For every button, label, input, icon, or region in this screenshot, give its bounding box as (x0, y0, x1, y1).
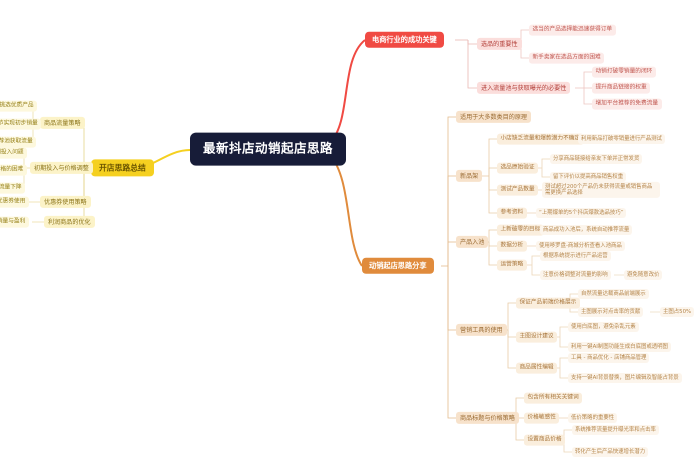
node-reduce-coupon-use[interactable]: 减少优惠券使用 (0, 196, 29, 208)
node-enter-recommend-pool[interactable]: 进入推荐池获取流量 (0, 136, 37, 148)
node-conversion-growth-potential[interactable]: 转化产生后产品快速增长潜力 (572, 447, 649, 457)
node-low-price-importance[interactable]: 低价策略的重要性 (568, 413, 618, 423)
node-front-price-display[interactable]: 保证产品前端价格展示 (516, 297, 580, 309)
node-main-image-50-percent[interactable]: 主图占50% (660, 307, 695, 317)
node-traffic-pool-exposure[interactable]: 进入流量池与获取曝光的必要性 (477, 81, 571, 95)
node-main-image-design-advice[interactable]: 主图设计建议 (516, 331, 558, 343)
node-main-image-ctr-contribution[interactable]: 主图展示对点击率的贡献 (578, 307, 644, 317)
node-compass-mall-analysis[interactable]: 使用哆罗盘-商城分析查看入池商品 (536, 241, 625, 251)
node-include-keywords[interactable]: 包含所有相关关键词 (524, 392, 583, 404)
node-leave-review-weight[interactable]: 留下评价以提高商品销售权重 (550, 172, 627, 182)
node-original-validation[interactable]: 选品原始验证 (497, 162, 539, 174)
node-small-shop-lacks-traffic[interactable]: 小店缺乏流量和爆款潜力不确定 (497, 133, 584, 145)
node-price-sensitivity[interactable]: 价格敏感性 (524, 412, 560, 424)
node-newbie-selection-difficulty[interactable]: 新手卖家在选品方面的困难 (529, 52, 605, 64)
node-product-traffic-strategy[interactable]: 商品流量策略 (40, 116, 85, 130)
node-break-zero-goal[interactable]: 上新破零的目标 (497, 224, 544, 236)
node-price-change-traffic-impact[interactable]: 注意价格调整对流量的影响 (540, 270, 611, 280)
node-increase-free-traffic[interactable]: 增加平台推荐的免费流量 (592, 98, 662, 110)
node-coupon-strategy[interactable]: 优惠券使用策略 (40, 195, 91, 209)
node-avoid-random-price-change[interactable]: 避免随意改价 (624, 270, 663, 280)
node-free-traffic-drop[interactable]: 免费流量下降 (0, 182, 26, 194)
node-tool-path-shop-management[interactable]: 工具 - 商品优化 - 店铺商品管理 (568, 353, 650, 363)
node-ai-image-generation[interactable]: 利用一键AI制图功能生成白底图或透明图 (568, 342, 671, 352)
node-price-recovery-difficulty[interactable]: 恢复价格的困难 (0, 164, 27, 176)
node-auto-recommend-traffic[interactable]: 商品成功入池后，系统自动推荐流量 (540, 225, 633, 235)
node-general-principle[interactable]: 适用于大多数类目的原理 (456, 110, 532, 124)
node-five-selection-tips[interactable]: “上期爆单的5个抖店爆款选品技巧” (536, 208, 627, 218)
node-raise-link-weight[interactable]: 提升商品链接的权重 (592, 82, 651, 94)
node-over-200-products-switch[interactable]: 测试超过200个产品仍未获得流量或销售商品需更换产品选择 (542, 181, 660, 199)
node-selection-importance[interactable]: 选品的重要性 (477, 37, 522, 51)
node-white-background-image[interactable]: 使用白底图，避免杂乱元素 (568, 322, 639, 332)
node-natural-traffic-front-display[interactable]: 自然流量达载商品前端展示 (578, 289, 649, 299)
branch-node-sales-ideas[interactable]: 动销起店思路分享 (362, 257, 434, 275)
node-share-link-friends-order[interactable]: 分享商品链接给亲友下单并正常发货 (550, 154, 643, 164)
node-initial-investment-issue[interactable]: 初期投入问题 (0, 147, 28, 159)
node-test-product-count[interactable]: 测试产品数量 (497, 184, 539, 196)
node-break-zero-sales-loop[interactable]: 动销打破零销量的闭环 (592, 66, 656, 78)
node-ai-background-replace[interactable]: 支持一键AI背景替换，图片编辑及智能占背景 (568, 373, 682, 383)
node-set-product-price[interactable]: 设置商品价格 (524, 434, 566, 446)
node-data-analysis[interactable]: 数据分析 (497, 240, 527, 252)
root-node[interactable]: 最新抖店动销起店思路 (190, 132, 347, 166)
node-profit-product-optimization[interactable]: 利润商品的优化 (44, 215, 95, 229)
node-product-attribute-editing[interactable]: 商品属性编辑 (516, 362, 558, 374)
branch-node-ecommerce-key[interactable]: 电商行业的成功关键 (365, 31, 444, 49)
node-follow-system-hints[interactable]: 根据系统提示进行产品运营 (540, 251, 611, 261)
node-title-price-strategy[interactable]: 商品标题与价格策略 (456, 411, 519, 425)
node-store-sales-and-profit[interactable]: 店铺销量与盈利 (0, 216, 29, 228)
branch-node-store-summary[interactable]: 开店思路总结 (91, 159, 154, 177)
node-select-quality-products[interactable]: 挑选优质产品 (0, 100, 38, 112)
node-marketing-tools[interactable]: 营销工具的使用 (456, 323, 507, 337)
node-good-product-fast-orders[interactable]: 选当的产品选择能迅速获得订单 (529, 24, 616, 36)
node-product-enter-pool[interactable]: 产品入池 (456, 235, 489, 249)
node-initial-investment-price-adjust[interactable]: 初期投入与价格调整 (30, 161, 93, 175)
node-recommend-traffic-exposure-ctr[interactable]: 系统推荐流量提升曝光率和点击率 (572, 425, 659, 435)
node-initial-sales-through-steps[interactable]: 通过某些环节实现初步销量 (0, 118, 42, 130)
node-new-product-test[interactable]: 利用新品打破零销量进行产品测试 (578, 134, 665, 144)
node-operation-strategy[interactable]: 运营策略 (497, 259, 527, 271)
node-reference-material[interactable]: 参考资料 (497, 207, 527, 219)
node-new-product-shelf[interactable]: 新品架 (456, 169, 483, 183)
